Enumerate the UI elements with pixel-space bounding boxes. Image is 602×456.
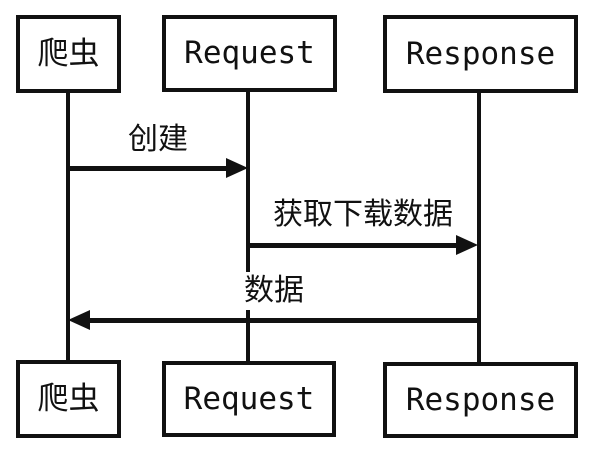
lifeline-response: [477, 92, 481, 362]
actor-box-request-top: Request: [162, 15, 337, 92]
message-label-data: 数据: [239, 272, 309, 310]
lifeline-crawler: [66, 92, 70, 360]
actor-label-request: Request: [184, 35, 315, 71]
actor-box-request-bottom: Request: [162, 361, 336, 437]
message-line-fetch-data: [248, 243, 458, 248]
actor-box-response-bottom: Response: [383, 362, 578, 438]
actor-label-response: Response: [405, 35, 556, 72]
actor-box-crawler-top: 爬虫: [16, 15, 121, 93]
actor-label-crawler: 爬虫: [37, 380, 100, 417]
message-line-data: [86, 318, 479, 323]
actor-label-response: Response: [405, 381, 556, 418]
lifeline-request: [246, 91, 250, 361]
arrowhead-left-icon: [68, 310, 90, 330]
actor-box-crawler-bottom: 爬虫: [16, 360, 121, 438]
arrowhead-right-icon: [226, 158, 248, 178]
actor-label-crawler: 爬虫: [37, 35, 100, 72]
actor-label-request: Request: [183, 380, 315, 417]
arrowhead-right-icon: [456, 235, 478, 255]
message-label-create: 创建: [128, 122, 188, 157]
actor-box-response-top: Response: [383, 15, 578, 93]
message-line-create: [68, 166, 228, 171]
message-label-fetch-data: 获取下载数据: [273, 197, 453, 232]
